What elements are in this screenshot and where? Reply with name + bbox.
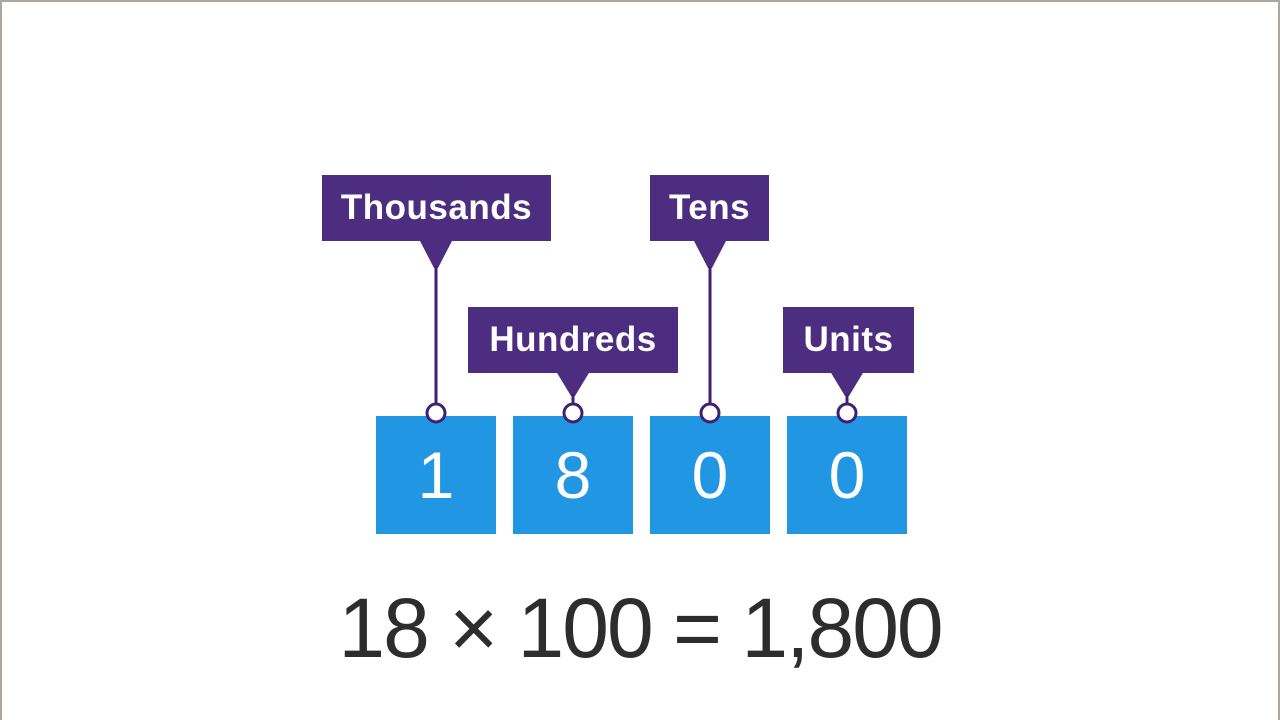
connector-tens xyxy=(693,240,727,424)
connector-thousands xyxy=(419,240,453,424)
connector-hundreds xyxy=(556,372,590,424)
digit-card-units: 0 xyxy=(787,416,907,534)
label-thousands: Thousands xyxy=(322,175,551,241)
label-hundreds-text: Hundreds xyxy=(489,320,657,359)
label-tens: Tens xyxy=(650,175,769,241)
digit-thousands: 1 xyxy=(417,438,455,512)
digit-card-hundreds: 8 xyxy=(513,416,633,534)
label-units: Units xyxy=(783,307,914,373)
label-tens-text: Tens xyxy=(668,188,751,227)
digit-hundreds: 8 xyxy=(554,438,592,512)
digit-card-thousands: 1 xyxy=(376,416,496,534)
digit-units: 0 xyxy=(828,438,866,512)
digit-tens: 0 xyxy=(691,438,729,512)
label-units-text: Units xyxy=(803,320,894,359)
label-thousands-text: Thousands xyxy=(340,188,533,227)
label-hundreds: Hundreds xyxy=(468,307,678,373)
digit-card-tens: 0 xyxy=(650,416,770,534)
connector-units xyxy=(830,372,864,424)
equation-text: 18 × 100 = 1,800 xyxy=(338,581,943,675)
